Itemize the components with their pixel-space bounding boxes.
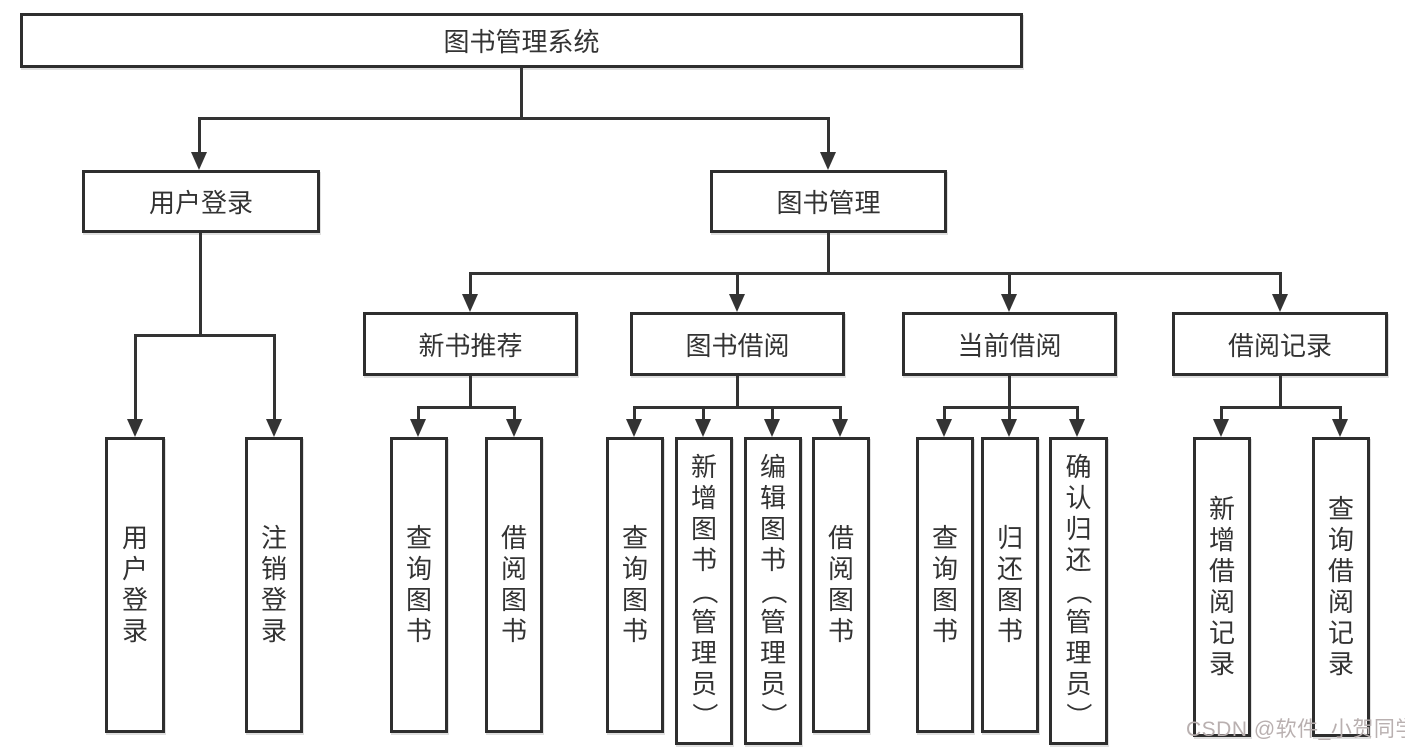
node-book-borrow-label: 图书借阅 bbox=[685, 330, 790, 361]
leaf-cb-query-books: 查询图书 bbox=[916, 437, 974, 733]
arrowhead-nb-borrow bbox=[506, 419, 522, 437]
leaf-logout: 注销登录 bbox=[245, 437, 303, 733]
edge-user-login-branch bbox=[134, 334, 276, 337]
leaf-bb-add-books-admin-label: 新增图书（管理员） bbox=[689, 451, 720, 729]
edge-book-management-stem bbox=[827, 233, 830, 275]
leaf-bb-query-books: 查询图书 bbox=[606, 437, 664, 733]
arrowhead-bb-add bbox=[695, 419, 711, 437]
arrowhead-bb-borrow bbox=[832, 419, 848, 437]
arrowhead-new-books bbox=[462, 294, 478, 312]
arrowhead-current-borrow bbox=[1001, 294, 1017, 312]
edge-to-cb-confirm bbox=[1076, 406, 1079, 424]
edge-to-logout-leaf bbox=[273, 334, 276, 424]
leaf-bb-query-books-label: 查询图书 bbox=[621, 523, 648, 646]
node-book-management-label: 图书管理 bbox=[776, 188, 881, 218]
edge-to-br-add bbox=[1220, 406, 1223, 424]
edge-to-cb-return bbox=[1008, 406, 1011, 424]
edge-borrow-records-stem bbox=[1279, 376, 1282, 409]
leaf-bb-edit-books-admin: 编辑图书（管理员） bbox=[744, 437, 802, 745]
leaf-nb-query-books: 查询图书 bbox=[390, 437, 448, 733]
edge-to-book-management bbox=[827, 117, 830, 157]
edge-book-borrow-stem bbox=[736, 376, 739, 409]
edge-current-borrow-branch bbox=[943, 406, 1079, 409]
node-borrow-records: 借阅记录 bbox=[1172, 312, 1388, 376]
node-borrow-records-label: 借阅记录 bbox=[1227, 330, 1332, 361]
edge-new-books-branch bbox=[417, 406, 516, 409]
arrowhead-login-leaf bbox=[127, 419, 143, 437]
arrowhead-borrow-records bbox=[1272, 294, 1288, 312]
arrowhead-logout-leaf bbox=[266, 419, 282, 437]
arrowhead-cb-query bbox=[936, 419, 952, 437]
leaf-cb-return-books: 归还图书 bbox=[981, 437, 1039, 733]
csdn-watermark: CSDN @软件_小贺同学 bbox=[1186, 718, 1405, 741]
leaf-user-login-label: 用户登录 bbox=[121, 523, 148, 646]
arrowhead-cb-return bbox=[1001, 419, 1017, 437]
arrowhead-book-management bbox=[820, 152, 836, 170]
arrowhead-br-query bbox=[1332, 419, 1348, 437]
node-user-login-label: 用户登录 bbox=[148, 188, 253, 218]
node-current-borrow: 当前借阅 bbox=[902, 312, 1117, 376]
edge-to-book-borrow bbox=[736, 272, 739, 298]
edge-to-current-borrow bbox=[1008, 272, 1011, 298]
edge-to-bb-add bbox=[702, 406, 705, 424]
node-book-management: 图书管理 bbox=[710, 170, 947, 233]
node-new-books-label: 新书推荐 bbox=[418, 330, 523, 361]
edge-to-borrow-records bbox=[1279, 272, 1282, 298]
arrowhead-cb-confirm bbox=[1069, 419, 1085, 437]
edge-to-cb-query bbox=[943, 406, 946, 424]
edge-root-branch bbox=[198, 117, 830, 120]
leaf-logout-label: 注销登录 bbox=[260, 523, 287, 646]
leaf-nb-borrow-books: 借阅图书 bbox=[485, 437, 543, 733]
node-current-borrow-label: 当前借阅 bbox=[957, 330, 1062, 361]
edge-new-books-stem bbox=[469, 376, 472, 409]
node-user-login: 用户登录 bbox=[82, 170, 320, 233]
leaf-bb-borrow-books: 借阅图书 bbox=[812, 437, 870, 733]
edge-to-nb-borrow bbox=[513, 406, 516, 424]
arrowhead-br-add bbox=[1213, 419, 1229, 437]
leaf-nb-query-books-label: 查询图书 bbox=[405, 523, 432, 646]
leaf-br-query-record-label: 查询借阅记录 bbox=[1327, 494, 1354, 679]
edge-to-new-books bbox=[469, 272, 472, 298]
arrowhead-user-login bbox=[191, 152, 207, 170]
node-book-borrow: 图书借阅 bbox=[630, 312, 845, 376]
leaf-cb-query-books-label: 查询图书 bbox=[931, 523, 958, 646]
leaf-bb-add-books-admin: 新增图书（管理员） bbox=[675, 437, 733, 745]
edge-to-bb-borrow bbox=[839, 406, 842, 424]
edge-book-borrow-branch bbox=[633, 406, 842, 409]
node-new-books: 新书推荐 bbox=[363, 312, 578, 376]
edge-to-login-leaf bbox=[134, 334, 137, 424]
leaf-br-add-record: 新增借阅记录 bbox=[1193, 437, 1251, 737]
edge-root-stem bbox=[520, 68, 523, 120]
leaf-bb-edit-books-admin-label: 编辑图书（管理员） bbox=[758, 451, 789, 729]
leaf-nb-borrow-books-label: 借阅图书 bbox=[500, 523, 527, 646]
edge-to-bb-edit bbox=[771, 406, 774, 424]
edge-to-bb-query bbox=[633, 406, 636, 424]
edge-borrow-records-branch bbox=[1220, 406, 1342, 409]
leaf-cb-confirm-return-admin-label: 确认归还（管理员） bbox=[1063, 451, 1094, 729]
arrowhead-nb-query bbox=[410, 419, 426, 437]
edge-to-user-login bbox=[198, 117, 201, 157]
leaf-br-query-record: 查询借阅记录 bbox=[1312, 437, 1370, 737]
edge-user-login-stem bbox=[199, 233, 202, 337]
arrowhead-book-borrow bbox=[729, 294, 745, 312]
node-root: 图书管理系统 bbox=[20, 13, 1023, 68]
leaf-user-login: 用户登录 bbox=[105, 437, 165, 733]
leaf-bb-borrow-books-label: 借阅图书 bbox=[827, 523, 854, 646]
edge-book-management-branch bbox=[469, 272, 1282, 275]
edge-current-borrow-stem bbox=[1008, 376, 1011, 409]
leaf-cb-return-books-label: 归还图书 bbox=[996, 523, 1023, 646]
edge-to-nb-query bbox=[417, 406, 420, 424]
arrowhead-bb-edit bbox=[764, 419, 780, 437]
arrowhead-bb-query bbox=[626, 419, 642, 437]
edge-to-br-query bbox=[1339, 406, 1342, 424]
leaf-cb-confirm-return-admin: 确认归还（管理员） bbox=[1049, 437, 1108, 745]
leaf-br-add-record-label: 新增借阅记录 bbox=[1208, 494, 1235, 679]
node-root-label: 图书管理系统 bbox=[443, 27, 600, 57]
